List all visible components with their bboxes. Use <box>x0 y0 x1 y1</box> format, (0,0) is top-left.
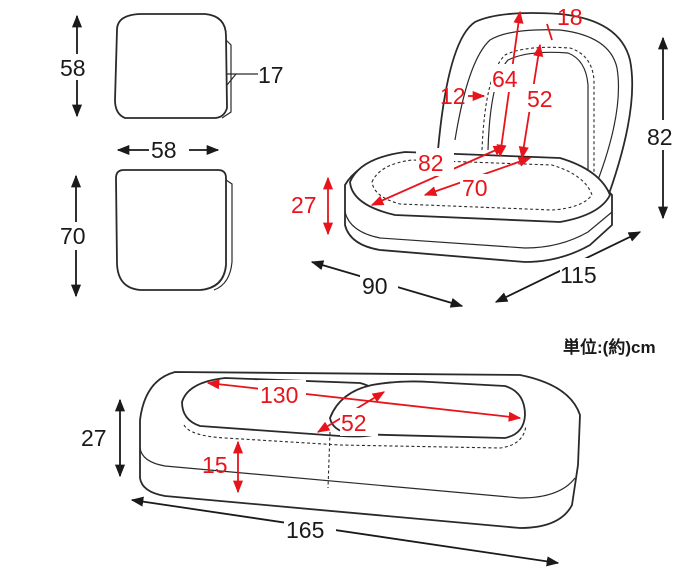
backrest-thickness-label: 17 <box>258 62 284 88</box>
label-bg <box>460 174 498 202</box>
backrest-height-label: 58 <box>60 55 86 81</box>
label-bg <box>58 222 94 250</box>
label-bg <box>560 258 604 288</box>
seat-length-label: 70 <box>60 223 86 249</box>
flat-view: 27 165 130 52 15 <box>80 371 581 567</box>
back-inner-height-label: 64 <box>492 66 518 92</box>
chair-view: 82 90 115 27 18 64 52 12 82 70 <box>291 4 683 308</box>
label-bg <box>526 84 562 112</box>
backrest-shape <box>114 13 228 119</box>
chair-width-label: 90 <box>362 273 388 299</box>
label-bg <box>60 54 94 80</box>
back-top-width-label: 18 <box>557 4 583 30</box>
label-bg <box>645 120 683 150</box>
seat-shape <box>115 169 227 291</box>
seat-height-label: 27 <box>291 192 317 218</box>
label-bg <box>340 408 378 436</box>
chair-backrest-inner <box>454 29 620 181</box>
flat-cushion-divider <box>327 431 331 489</box>
chair-seat-length-label: 82 <box>418 150 444 176</box>
flat-length-label: 165 <box>286 517 324 543</box>
thickness-leader-2 <box>226 73 237 86</box>
back-side-gap-label: 12 <box>440 83 466 109</box>
backrest-side-seam <box>221 39 232 119</box>
back-cushion-height-label: 52 <box>527 86 553 112</box>
backrest-width-label: 58 <box>151 137 177 163</box>
back-top-width-marker <box>546 23 553 41</box>
cushion-length-label: 130 <box>260 382 298 408</box>
flat-height-label: 27 <box>81 425 107 451</box>
flat-length-arrow <box>130 496 560 567</box>
unit-label: 単位:(約)cm <box>563 337 656 357</box>
flat-base-seam <box>139 447 576 499</box>
chair-back-cushion-seam <box>481 46 595 175</box>
cushion-thickness-label: 15 <box>202 452 228 478</box>
label-bg <box>149 138 189 164</box>
backrest-front-view: 17 58 58 <box>60 13 284 164</box>
seat-side-seam <box>213 179 233 291</box>
seat-top-view: 70 <box>58 169 233 298</box>
chair-depth-label: 115 <box>560 262 597 288</box>
seat-cushion-length-label: 70 <box>462 175 488 201</box>
chair-height-label: 82 <box>647 124 673 150</box>
label-bg <box>258 380 306 408</box>
label-bg <box>284 514 336 544</box>
cushion-width-label: 52 <box>341 410 367 436</box>
label-bg <box>360 270 398 298</box>
label-bg <box>80 424 116 452</box>
